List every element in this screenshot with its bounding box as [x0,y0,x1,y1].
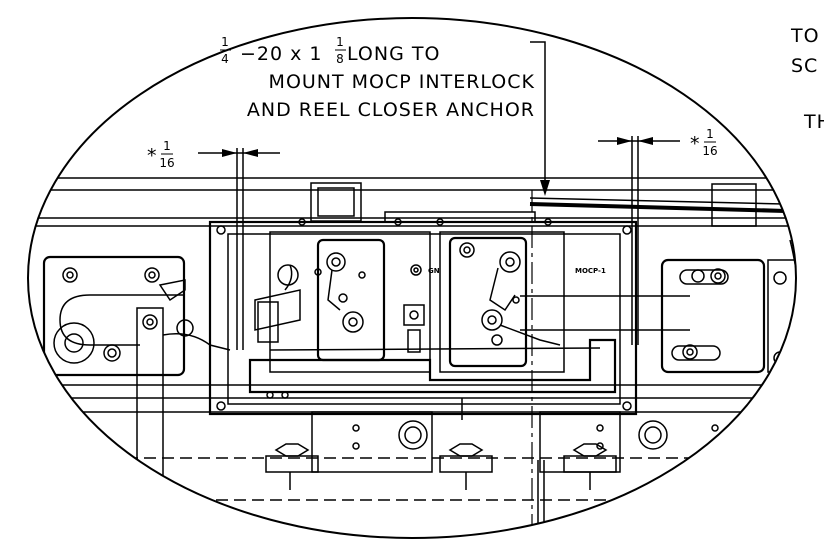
mocp-label: MOCP-1 [575,267,606,275]
hex-bolt [265,443,319,490]
callout-length-numerator: 1 [336,35,344,49]
callout-leader-line [530,41,546,192]
detail-view: GN MOCP-1 [28,177,796,538]
cutoff-text-line-2: SC [791,55,818,77]
clearance-dimension-right: * 1 16 [598,127,718,345]
callout-size: −20 x 1 [240,43,323,65]
cutoff-note: TO SC TH [790,25,824,133]
mounting-callout: 1 4 −20 x 1 1 8 LONG TO MOUNT MOCP INTER… [220,35,550,196]
left-switch-housing [269,231,431,373]
right-switch-housing [439,231,565,373]
clearance-left-star: * [147,145,158,167]
cable [529,202,796,214]
cutoff-text-line-1: TO [790,25,820,47]
right-microswitch [448,236,528,368]
lower-pedestal-right [539,411,621,473]
top-block-right [711,183,757,227]
callout-line-2: MOUNT MOCP INTERLOCK [269,71,535,93]
clearance-right-star: * [690,133,701,155]
linkage-bar [248,338,617,394]
left-bracket-plate [42,255,186,377]
hex-bolt [563,443,617,490]
main-mounting-plate [208,220,638,416]
right-bracket-plate [660,258,766,374]
ground-label: GN [428,267,440,275]
callout-length-denominator: 8 [336,52,344,66]
callout-length-text: LONG TO [347,43,440,65]
left-roller [53,322,95,364]
clearance-left-denominator: 16 [159,156,174,170]
clearance-right-denominator: 16 [702,144,717,158]
hex-bolt [439,443,493,490]
callout-fraction-denominator: 4 [221,52,229,66]
clearance-dimension-left: * 1 16 [147,139,280,350]
callout-line-3: AND REEL CLOSER ANCHOR [247,99,535,121]
lower-pedestal-left [311,411,433,473]
clearance-left-numerator: 1 [163,139,171,153]
callout-fraction-numerator: 1 [221,35,229,49]
left-support-arm [136,307,164,538]
clearance-right-numerator: 1 [706,127,714,141]
detail-view-border [27,17,797,539]
callout-arrowhead [540,180,550,196]
cutoff-text-line-3: TH [803,111,824,133]
